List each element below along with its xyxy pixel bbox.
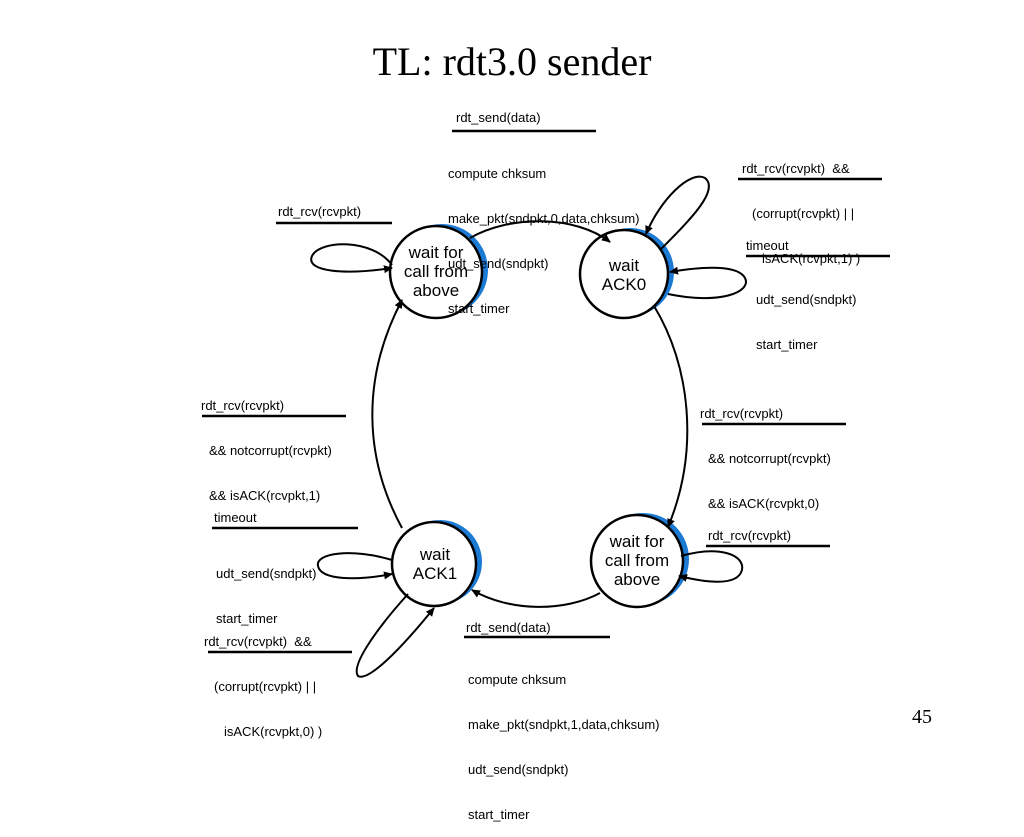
action-line: start_timer xyxy=(448,301,510,316)
state-wait-ack1 xyxy=(390,520,482,608)
send1-event: rdt_send(data) xyxy=(466,620,551,635)
state-line: wait xyxy=(608,256,640,275)
loop-wait-ack1-timeout xyxy=(316,552,393,580)
action-line: make_pkt(sndpkt,0,data,chksum) xyxy=(448,211,640,226)
action-line: make_pkt(sndpkt,1,data,chksum) xyxy=(468,717,660,732)
event-line: rdt_rcv(rcvpkt) && xyxy=(204,634,312,649)
state-label-wait-ack1: wait ACK1 xyxy=(388,545,482,583)
wait-call0-rcv-event: rdt_rcv(rcvpkt) xyxy=(278,204,362,219)
state-line: wait xyxy=(419,545,451,564)
action-line: compute chksum xyxy=(468,672,567,687)
wait-call1-rcv-event: rdt_rcv(rcvpkt) xyxy=(708,528,792,543)
action-line: compute chksum xyxy=(448,166,547,181)
event-line: && isACK(rcvpkt,1) xyxy=(209,488,321,503)
fsm-diagram xyxy=(202,129,890,678)
state-line: ACK1 xyxy=(412,564,458,583)
action-line: start_timer xyxy=(216,611,278,626)
wait-ack0-corrupt-event: rdt_rcv(rcvpkt) && (corrupt(rcvpkt) | | … xyxy=(742,131,860,281)
arrow-send1 xyxy=(471,589,601,608)
action-line: udt_send(sndpkt) xyxy=(756,292,857,307)
action-line: start_timer xyxy=(756,337,818,352)
state-line: wait for xyxy=(609,532,665,551)
send0-event: rdt_send(data) xyxy=(456,110,541,125)
event-line: && isACK(rcvpkt,0) xyxy=(708,496,820,511)
state-wait-call-0 xyxy=(388,224,488,320)
loop-wait-ack0-timeout xyxy=(667,266,747,300)
send1-actions: compute chksum make_pkt(sndpkt,1,data,ch… xyxy=(468,642,659,837)
state-line: ACK0 xyxy=(601,275,647,294)
event-line: rdt_rcv(rcvpkt) xyxy=(201,398,285,413)
state-wait-ack0 xyxy=(578,228,674,320)
page-number: 45 xyxy=(912,706,932,728)
event-line: && notcorrupt(rcvpkt) xyxy=(708,451,831,466)
state-line: wait for xyxy=(408,243,464,262)
event-line: && notcorrupt(rcvpkt) xyxy=(209,443,332,458)
action-line: udt_send(sndpkt) xyxy=(216,566,317,581)
state-label-wait-ack0: wait ACK0 xyxy=(574,256,674,294)
arrow-ack1-ok xyxy=(371,299,403,529)
state-line: call from xyxy=(604,551,670,570)
state-line: call from xyxy=(403,262,469,281)
state-wait-call-1 xyxy=(589,513,689,609)
action-line: udt_send(sndpkt) xyxy=(468,762,569,777)
action-line: start_timer xyxy=(468,807,530,822)
arrow-ack0-ok xyxy=(653,305,689,528)
wait-ack1-timeout-actions: udt_send(sndpkt) start_timer xyxy=(216,536,316,641)
event-line: isACK(rcvpkt,0) ) xyxy=(224,724,323,739)
loop-wait-call0 xyxy=(310,243,393,274)
state-label-wait-call-1: wait for call from above xyxy=(585,532,689,589)
event-line: rdt_rcv(rcvpkt) && xyxy=(742,161,850,176)
event-line: (corrupt(rcvpkt) | | xyxy=(214,679,317,694)
state-line: above xyxy=(613,570,661,589)
loop-wait-call1 xyxy=(678,550,744,583)
state-label-wait-call-0: wait for call from above xyxy=(384,243,488,300)
slide-title: TL: rdt3.0 sender xyxy=(372,39,652,84)
wait-ack1-timeout-event: timeout xyxy=(214,510,257,525)
state-line: above xyxy=(412,281,460,300)
wait-ack0-timeout-actions: udt_send(sndpkt) start_timer xyxy=(756,262,856,367)
loop-wait-ack1-corrupt xyxy=(355,593,435,678)
wait-ack1-corrupt-event: rdt_rcv(rcvpkt) && (corrupt(rcvpkt) | | … xyxy=(204,604,322,754)
event-line: isACK(rcvpkt,1) ) xyxy=(762,251,861,266)
wait-ack0-timeout-event: timeout xyxy=(746,238,789,253)
action-line: udt_send(sndpkt) xyxy=(448,256,549,271)
ack0-ok-event: rdt_rcv(rcvpkt) && notcorrupt(rcvpkt) &&… xyxy=(700,376,831,526)
arrow-send0 xyxy=(469,220,611,243)
send0-actions: compute chksum make_pkt(sndpkt,0,data,ch… xyxy=(448,136,639,331)
loop-wait-ack0-corrupt xyxy=(645,175,710,251)
ack1-ok-event: rdt_rcv(rcvpkt) && notcorrupt(rcvpkt) &&… xyxy=(201,368,332,518)
event-line: rdt_rcv(rcvpkt) xyxy=(700,406,784,421)
event-line: (corrupt(rcvpkt) | | xyxy=(752,206,855,221)
